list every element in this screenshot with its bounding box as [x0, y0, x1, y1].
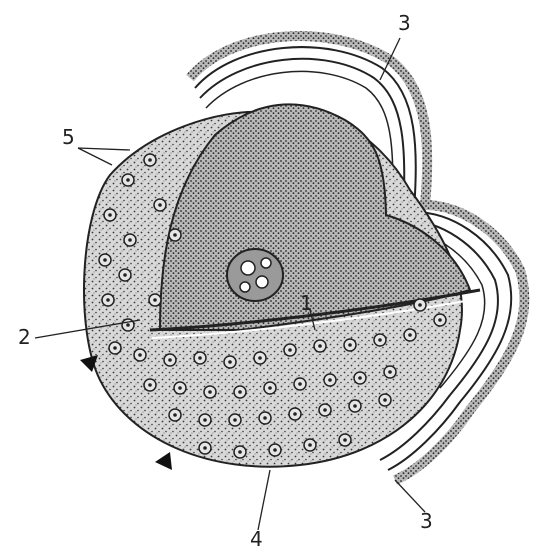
pore-center [126, 178, 130, 182]
pore-center [138, 353, 142, 357]
pore-center [288, 348, 292, 352]
pore-center [273, 448, 277, 452]
pore-center [178, 386, 182, 390]
pore-center [126, 323, 130, 327]
pore-center [203, 446, 207, 450]
label-2: 2 [18, 325, 31, 349]
arrowhead-bottom [155, 452, 172, 470]
pore-center [148, 383, 152, 387]
nucleus [227, 249, 283, 301]
label-3-top: 3 [398, 11, 411, 35]
pore-center [263, 416, 267, 420]
pore-center [358, 376, 362, 380]
label-4: 4 [250, 527, 263, 548]
pore-center [238, 390, 242, 394]
pore-center [153, 298, 157, 302]
pore-center [238, 450, 242, 454]
pore-center [348, 343, 352, 347]
pore-center [353, 404, 357, 408]
pore-center [378, 338, 382, 342]
pore-center [233, 418, 237, 422]
label-1: 1 [300, 291, 313, 315]
pore-center [328, 378, 332, 382]
pore-center [323, 408, 327, 412]
pore-center [208, 390, 212, 394]
pore-center [383, 398, 387, 402]
pore-center [408, 333, 412, 337]
pore-center [198, 356, 202, 360]
pore-center [148, 158, 152, 162]
pore-center [158, 203, 162, 207]
pore-center [106, 298, 110, 302]
pore-center [438, 318, 442, 322]
pore-center [298, 382, 302, 386]
pore-center [268, 386, 272, 390]
pore-center [108, 213, 112, 217]
pore-center [173, 413, 177, 417]
pore-center [228, 360, 232, 364]
pore-center [293, 412, 297, 416]
pore-center [113, 346, 117, 350]
pore-center [168, 358, 172, 362]
pore-center [308, 443, 312, 447]
pore-center [173, 233, 177, 237]
pore-center [103, 258, 107, 262]
pore-center [318, 344, 322, 348]
pore-center [128, 238, 132, 242]
pore-center [203, 418, 207, 422]
label-3-bottom: 3 [420, 509, 433, 533]
label-5: 5 [62, 125, 75, 149]
pore-center [388, 370, 392, 374]
pore-center [258, 356, 262, 360]
pore-center [123, 273, 127, 277]
pore-center [418, 303, 422, 307]
pore-center [343, 438, 347, 442]
